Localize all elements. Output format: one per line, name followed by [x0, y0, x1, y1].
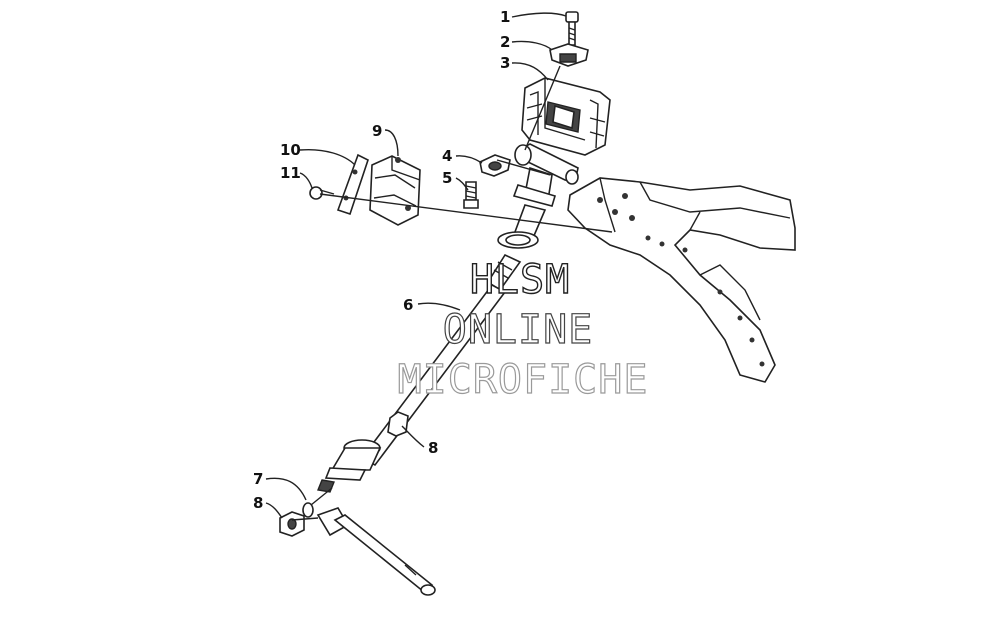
callout-5: 5	[442, 169, 452, 187]
alignment-lines	[291, 65, 613, 521]
part-3-handlebar-block	[521, 77, 611, 156]
callout-8-upper: 8	[428, 439, 438, 457]
callout-6: 6	[403, 296, 413, 314]
callout-labels: 1 2 3 4 5 6 7 8 8 9 10 11	[253, 8, 510, 512]
callout-7: 7	[253, 470, 263, 488]
part-8-nut-upper	[387, 411, 409, 437]
lower-tie-rod	[316, 507, 436, 596]
part-2-upper-clamp	[549, 43, 589, 67]
vehicle-frame	[567, 177, 796, 383]
callout-11: 11	[280, 164, 301, 182]
part-1-bolt	[565, 11, 579, 46]
part-7-washer	[302, 502, 314, 518]
watermark-line-3: MICROFICHE	[398, 357, 649, 403]
part-9-cover	[369, 155, 421, 226]
steering-column-head	[512, 143, 579, 207]
part-4-lower-clamp	[479, 154, 511, 177]
callout-3: 3	[500, 54, 510, 72]
watermark: HLSM ONLINE MICROFICHE	[397, 256, 649, 403]
part-11-screw	[309, 186, 335, 200]
part-5-bolt	[463, 181, 479, 209]
callout-2: 2	[500, 33, 510, 51]
leader-lines	[265, 12, 567, 519]
watermark-line-1: HLSM	[470, 257, 570, 303]
watermark-line-2: ONLINE	[443, 307, 594, 353]
callout-10: 10	[280, 141, 301, 159]
callout-8-lower: 8	[253, 494, 263, 512]
callout-1: 1	[500, 8, 510, 26]
part-8-nut-lower	[279, 511, 305, 537]
callout-4: 4	[442, 147, 452, 165]
callout-9: 9	[372, 122, 382, 140]
